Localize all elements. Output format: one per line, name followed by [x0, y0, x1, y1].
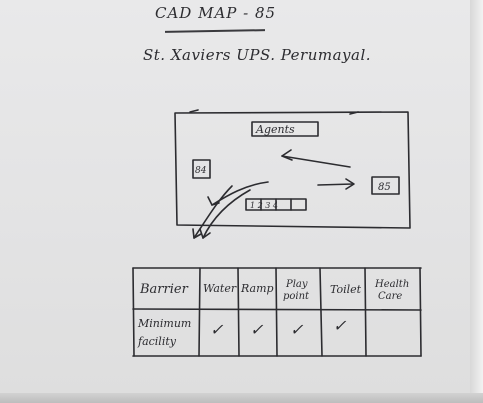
check-toilet: ✓ — [333, 316, 347, 335]
header-water: Water — [203, 282, 237, 295]
photo-edge-bottom — [0, 393, 483, 403]
header-point: point — [283, 291, 310, 302]
page-title: CAD MAP - 85 — [155, 4, 277, 22]
bench-label: 1 2 3 4 — [250, 201, 278, 210]
check-ramp: ✓ — [250, 320, 264, 339]
school-name: St. Xaviers UPS. Perumayal. — [143, 46, 372, 64]
header-play: Play — [285, 279, 308, 290]
left-room-box — [192, 159, 211, 179]
map-outline — [174, 111, 411, 229]
header-toilet: Toilet — [330, 283, 362, 296]
check-water: ✓ — [210, 320, 224, 339]
row-label-minimum: Minimum — [137, 317, 191, 330]
header-care: Care — [378, 291, 402, 302]
row-label-facility: facility — [137, 335, 177, 348]
arrow-exit-1 — [211, 181, 269, 206]
agents-label: Agents — [255, 123, 295, 136]
arrow-right — [317, 183, 354, 186]
right-room-label: 85 — [378, 182, 391, 193]
check-play-point: ✓ — [290, 320, 304, 339]
header-ramp: Ramp — [240, 282, 274, 295]
arrow-left — [281, 155, 351, 168]
right-room-box — [371, 176, 400, 195]
facility-table — [132, 267, 422, 357]
arrow-exit-2 — [202, 189, 251, 239]
row-label: Minimum facility — [137, 317, 191, 348]
photo-edge-right — [470, 0, 483, 403]
agents-box — [251, 121, 319, 137]
header-health: Health — [374, 279, 409, 290]
header-barrier: Barrier — [139, 282, 189, 297]
arrow-exit-3 — [193, 185, 233, 239]
left-room-label: 84 — [195, 166, 207, 176]
